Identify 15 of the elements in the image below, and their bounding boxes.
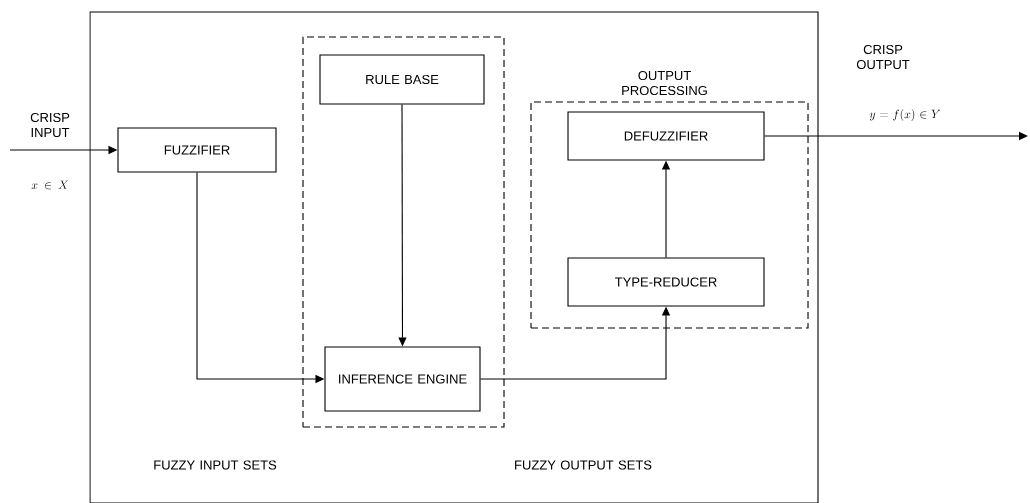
system-box xyxy=(89,11,819,503)
signal-label: CRISP OUTPUT xyxy=(856,44,910,70)
math-label: $y = f(x) \in Y$ xyxy=(869,109,941,121)
area-label: FUZZY OUTPUT SETS xyxy=(515,460,652,470)
math-label: $x \in X$ xyxy=(31,180,69,190)
process-box: DEFUZZIFIER xyxy=(567,111,765,161)
process-box: INFERENCE ENGINE xyxy=(324,346,481,412)
signal-label: CRISP INPUT xyxy=(30,112,70,138)
process-box: RULE BASE xyxy=(319,54,485,105)
process-box: FUZZIFIER xyxy=(117,127,277,173)
dashed-group-box xyxy=(302,36,505,428)
group-heading: OUTPUT PROCESSING xyxy=(622,70,707,96)
process-box: TYPE-REDUCER xyxy=(567,257,765,307)
dashed-group-box xyxy=(530,101,809,329)
area-label: FUZZY INPUT SETS xyxy=(154,460,277,470)
